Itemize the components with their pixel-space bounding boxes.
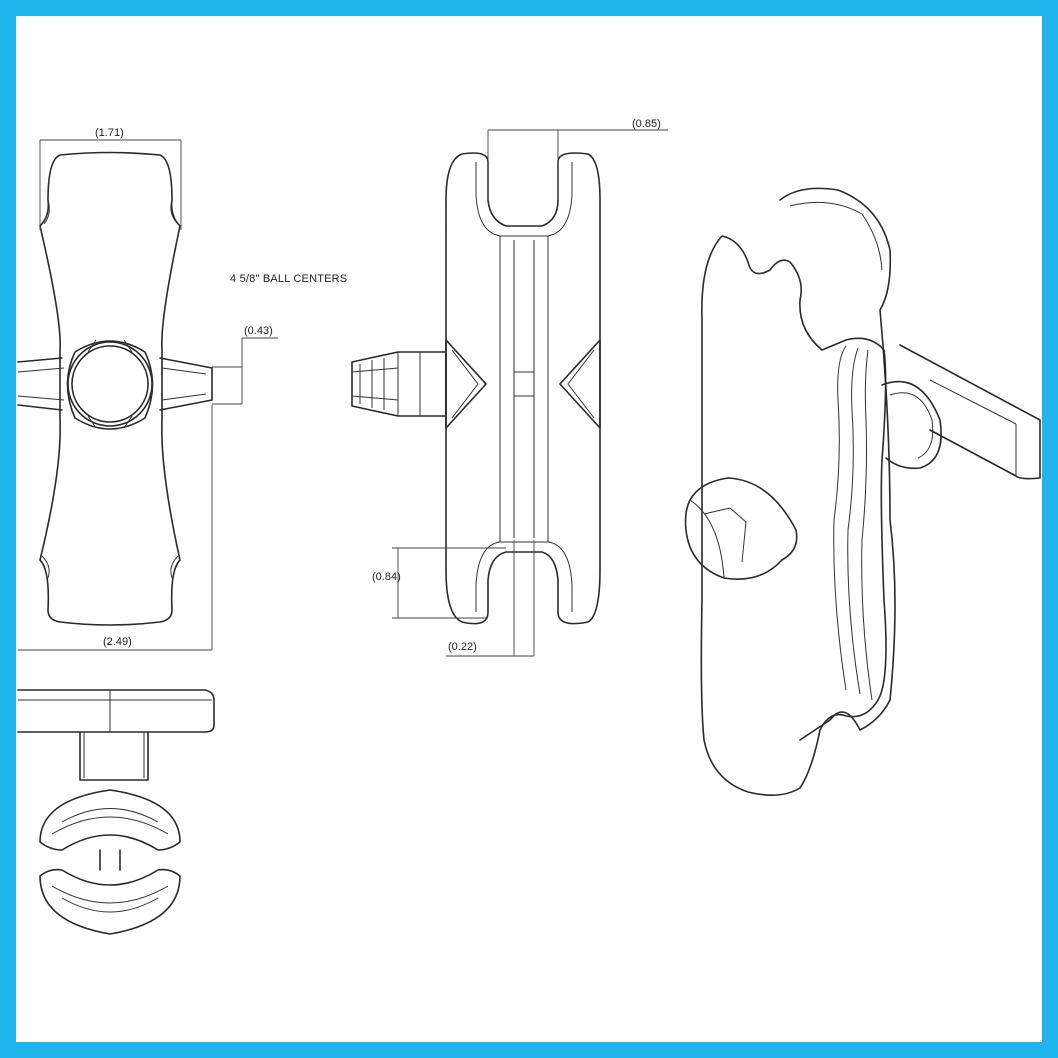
dim-value-0-22: 0.22 [452, 641, 473, 653]
side-view: (0.85) (0.84) (0.22) [351, 118, 668, 657]
dim-label-0-84: (0.84) [372, 571, 401, 583]
dim-label-0-22: (0.22) [448, 641, 477, 653]
dim-value-0-85: 0.85 [636, 118, 657, 130]
dim-value-0-43: 0.43 [248, 325, 269, 337]
dim-value-2-49: 2.49 [107, 636, 128, 648]
bottom-view [17, 689, 215, 935]
dim-label-0-43: (0.43) [244, 325, 273, 337]
dim-value-0-84: 0.84 [376, 571, 397, 583]
dim-value-1-71: 1.71 [99, 127, 120, 139]
dim-label-1-71: (1.71) [95, 127, 124, 139]
ball-centers-note: 4 5/8" BALL CENTERS [230, 273, 347, 285]
isometric-view [684, 187, 1041, 796]
dim-label-2-49: (2.49) [103, 636, 132, 648]
dim-label-0-85: (0.85) [632, 118, 661, 130]
front-view: (1.71) (0.43) (2.49) [17, 127, 278, 651]
